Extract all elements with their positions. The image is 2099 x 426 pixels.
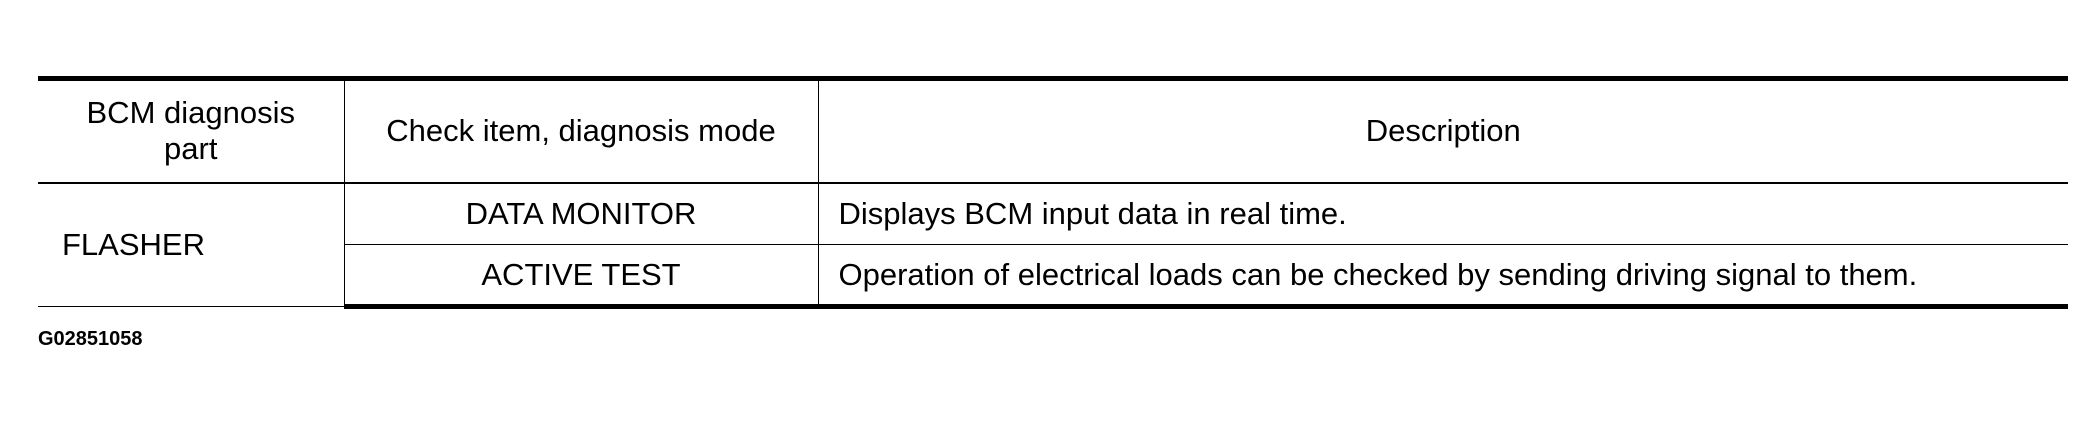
description-cell: Displays BCM input data in real time. (818, 182, 2068, 245)
table-header-row: BCM diagnosis part Check item, diagnosis… (38, 76, 2068, 184)
figure-id-label: G02851058 (38, 328, 143, 350)
check-item-cell: DATA MONITOR (344, 182, 819, 245)
description-cell: Operation of electrical loads can be che… (818, 244, 2068, 309)
diagnosis-table-container: BCM diagnosis part Check item, diagnosis… (38, 76, 2068, 309)
header-check-item: Check item, diagnosis mode (344, 76, 819, 184)
header-description: Description (818, 76, 2068, 184)
table-row: ACTIVE TEST Operation of electrical load… (38, 244, 2068, 309)
check-item-cell: ACTIVE TEST (344, 244, 819, 309)
bcm-diagnosis-table: BCM diagnosis part Check item, diagnosis… (38, 76, 2068, 309)
table-row: FLASHER DATA MONITOR Displays BCM input … (38, 182, 2068, 307)
header-bcm-diagnosis-part: BCM diagnosis part (38, 76, 345, 184)
part-cell-flasher: FLASHER (38, 182, 345, 307)
